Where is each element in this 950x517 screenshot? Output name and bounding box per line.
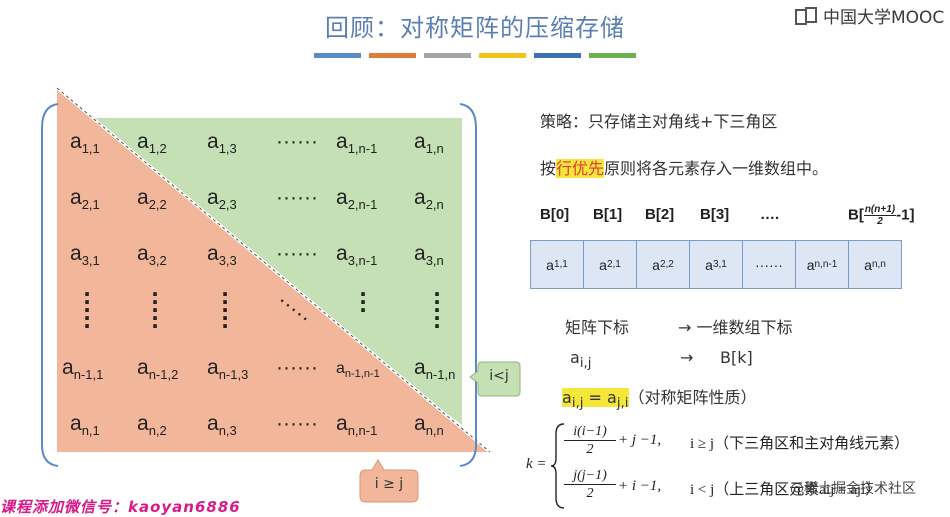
b-label-5: …. [760, 206, 780, 223]
map-bk: B[k] [720, 348, 753, 367]
matrix-cell-r4-c5: an-1,n-1 [336, 360, 380, 381]
matrix-cell-r5-c6: an,n [414, 412, 444, 439]
matrix-cell-r3-c4: ······ [276, 242, 318, 265]
matrix-cell-r4-c6: an-1,n [414, 356, 456, 383]
symmetric-property: ai,j = aj,i（对称矩阵性质） [562, 384, 757, 411]
rule-text: 按行优先原则将各元素存入一维数组中。 [540, 155, 828, 179]
page-title: 回顾：对称矩阵的压缩存储 [325, 14, 625, 42]
matrix-cell-r5-c2: an,2 [137, 412, 167, 439]
matrix-cell-r1-c5: a1,n-1 [336, 130, 378, 157]
symmetric-note: （对称矩阵性质） [628, 388, 757, 407]
case1-cond: i ≥ j（下三角区和主对角线元素） [690, 436, 910, 452]
matrix-cell-r1-c4: ······ [276, 130, 318, 153]
matrix-cell-r5-c4: ······ [276, 412, 318, 435]
matrix-cell-r4-c1: an-1,1 [62, 356, 104, 383]
case2-tail: + i −1, [618, 478, 662, 494]
matrix-cell-r2-c2: a2,2 [137, 186, 167, 213]
map-arrow: → 一维数组下标 [678, 318, 793, 337]
b-label-4: B[3] [700, 206, 730, 223]
color-bars [314, 53, 636, 58]
index-formula: k = i(i−1) 2 + j −1, i ≥ j（下三角区和主对角线元素） … [524, 420, 944, 512]
formula-brace [550, 423, 565, 509]
matrix-cell-r1-c2: a1,2 [137, 130, 167, 157]
case2-frac: j(j−1) 2 [564, 467, 616, 502]
vertical-ellipsis-5: ··· [359, 282, 367, 322]
matrix-cell-r2-c1: a2,1 [70, 186, 100, 213]
rule-pre: 按 [540, 159, 557, 178]
case1-frac: i(i−1) 2 [564, 423, 616, 458]
matrix-cell-r3-c3: a3,3 [207, 242, 237, 269]
color-bar-5 [534, 53, 581, 58]
matrix-cell-r2-c4: ······ [276, 186, 318, 209]
array-cell-5: ······ [743, 241, 796, 288]
b-label-2: B[1] [593, 206, 623, 223]
matrix-cell-r4-c4: ······ [276, 356, 318, 379]
b-label-1: B[0] [540, 206, 570, 223]
matrix-cell-r5-c3: an,3 [207, 412, 237, 439]
matrix-cell-r1-c3: a1,3 [207, 130, 237, 157]
right-bracket [459, 103, 477, 467]
matrix-cell-r1-c1: a1,1 [70, 130, 100, 157]
matrix-cell-r4-c2: an-1,2 [137, 356, 179, 383]
symmetric-eq: ai,j = aj,i [562, 388, 629, 412]
matrix-cell-r3-c2: a3,2 [137, 242, 167, 269]
matrix-cell-r2-c6: a2,n [414, 186, 444, 213]
rule-post: 原则将各元素存入一维数组中。 [604, 159, 829, 178]
mooc-logo: 中国大学MOOC [795, 3, 944, 28]
callout-lower-shape [359, 459, 419, 503]
matrix-cell-r3-c6: a3,n [414, 242, 444, 269]
color-bar-6 [589, 53, 636, 58]
b-last-frac: n(n+1)2 [863, 204, 897, 227]
callout-upper-label: i<j [489, 368, 509, 384]
vertical-ellipsis-1: ····· [83, 282, 91, 338]
watermark-text: 课程添加微信号：kaoyan6886 [0, 498, 241, 516]
callout-lower-label: i ≥ j [374, 476, 404, 492]
strategy-text: 策略：只存储主对角线+下三角区 [540, 112, 778, 131]
color-bar-3 [424, 53, 471, 58]
matrix-cell-r1-c6: a1,n [414, 130, 444, 157]
vertical-ellipsis-3: ····· [221, 282, 229, 338]
matrix-cell-r5-c5: an,n-1 [336, 412, 378, 439]
book-icon [795, 6, 817, 25]
color-bar-2 [369, 53, 416, 58]
callout-upper-shape [469, 361, 521, 397]
left-bracket [41, 103, 59, 467]
color-bar-4 [479, 53, 526, 58]
case2-cond: i < j（上三角区元素aij = aji） [690, 482, 881, 498]
rule-highlight: 行优先 [556, 159, 605, 178]
map-arrow2: → [680, 348, 694, 367]
case1-tail: + j −1, [618, 432, 662, 448]
matrix-cell-r2-c5: a2,n-1 [336, 186, 378, 213]
b-label-6: B[n(n+1)2-1] [848, 204, 915, 227]
matrix-cell-r3-c5: a3,n-1 [336, 242, 378, 269]
formula-k: k = [526, 456, 547, 472]
logo-text: 中国大学MOOC [823, 8, 945, 28]
matrix-cell-r4-c3: an-1,3 [207, 356, 249, 383]
vertical-ellipsis-2: ····· [151, 282, 159, 338]
diagonal-dash [56, 87, 491, 453]
vertical-ellipsis-4: ····· [433, 282, 441, 338]
matrix-cell-r2-c3: a2,3 [207, 186, 237, 213]
color-bar-1 [314, 53, 361, 58]
map-left: 矩阵下标 [565, 318, 630, 337]
matrix-cell-r3-c1: a3,1 [70, 242, 100, 269]
b-label-3: B[2] [645, 206, 675, 223]
site-credit: @稀土掘金技术社区 [790, 481, 916, 497]
matrix-cell-r5-c1: an,1 [70, 412, 100, 439]
map-aij: ai,j [570, 348, 592, 372]
